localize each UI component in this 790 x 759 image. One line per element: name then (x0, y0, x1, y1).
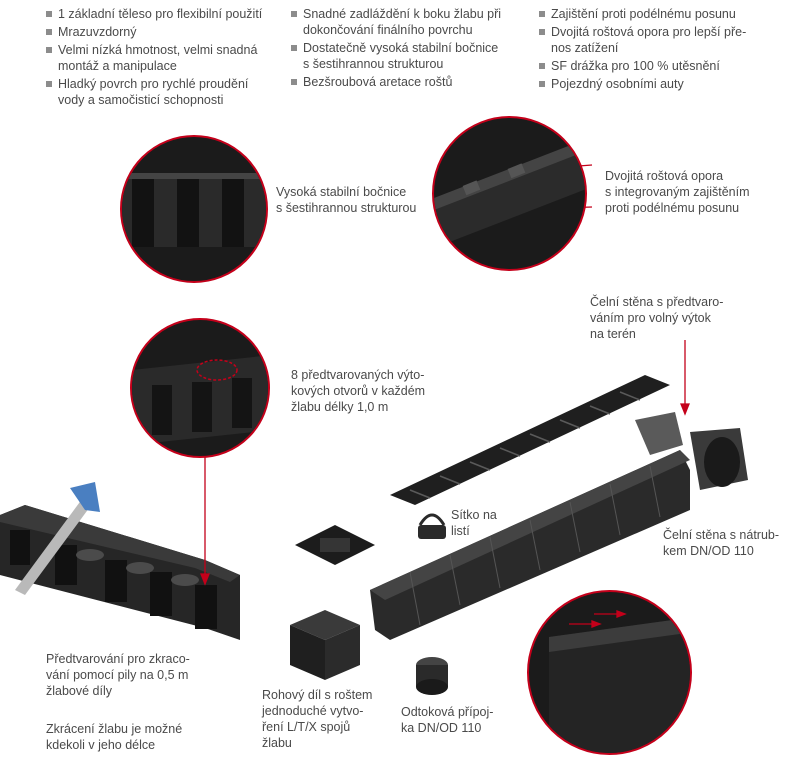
corner-grate-illustration (295, 525, 375, 565)
feature-item: Hladký povrch pro rychlé proudění vody a … (45, 76, 280, 108)
feature-item-line: Pojezdný osobními auty (551, 77, 684, 91)
groove-detail (527, 590, 692, 755)
feature-item-line: Hladký povrch pro rychlé proudění (58, 77, 249, 91)
drain-outlet-icon (416, 657, 448, 695)
callout-drain: Odtoková přípoj-ka DN/OD 110 (401, 704, 493, 736)
callout-end-wall-free: Čelní stěna s předtvaro-váním pro volný … (590, 294, 723, 342)
corner-box-illustration (290, 610, 360, 680)
feature-item-line: SF drážka pro 100 % utěsnění (551, 59, 720, 73)
feature-item: Bezšroubová aretace roštů (290, 74, 525, 90)
callout-line: jednoduché vytvo- (262, 704, 364, 718)
callout-line: Zkrácení žlabu je možné (46, 722, 183, 736)
feature-item-line: Dvojitá roštová opora pro lepší pře- (551, 25, 747, 39)
callout-line: váním pro volný výtok (590, 311, 711, 325)
feature-item-line: nos zatížení (551, 41, 619, 55)
callout-line: proti podélnému posunu (605, 201, 740, 215)
feature-item: Snadné zadláždění k boku žlabu při dokonč… (290, 6, 525, 38)
callout-line: žlabové díly (46, 684, 113, 698)
callout-cut-anywhere: Zkrácení žlabu je možné kdekoli v jeho dé… (46, 721, 182, 753)
feature-item: Dostatečně vysoká stabilní bočnice s šest… (290, 40, 525, 72)
feature-item-line: Snadné zadláždění k boku žlabu při (303, 7, 502, 21)
end-wall-free-illustration (635, 412, 683, 455)
grate-illustration (390, 375, 670, 505)
callout-line: Čelní stěna s nátrub- (663, 528, 780, 542)
callout-line: vání pomocí pily na 0,5 m (46, 668, 189, 682)
feature-item-line: Zajištění proti podélnému posunu (551, 7, 736, 21)
feature-list-1: 1 základní těleso pro flexibilní použití… (45, 6, 280, 110)
feature-item-line: dokončování finálního povrchu (303, 23, 473, 37)
feature-item: Dvojitá roštová opora pro lepší pře-nos … (538, 24, 778, 56)
callout-line: listí (451, 524, 470, 538)
channel-run-illustration (0, 482, 240, 640)
callout-line: Sítko na (451, 508, 497, 522)
feature-item-line: Bezšroubová aretace roštů (303, 75, 453, 89)
callout-leaf-screen: Sítko na listí (451, 507, 497, 539)
outlets-detail (130, 318, 270, 458)
leaf-screen-icon (418, 513, 446, 539)
side-wall-detail (120, 135, 268, 283)
callout-line: Čelní stěna s předtvaro- (590, 295, 724, 309)
callout-line: žlabu (262, 736, 292, 750)
callout-grate-support: Dvojitá roštová opora s integrovaným zaji… (605, 168, 750, 216)
callout-line: ření L/T/X spojů (262, 720, 351, 734)
feature-item-line: montáž a manipulace (58, 59, 177, 73)
grate-support-detail (432, 116, 587, 271)
feature-item: Velmi nízká hmotnost, velmi snadná montáž… (45, 42, 280, 74)
callout-line: na terén (590, 327, 636, 341)
feature-item: Zajištění proti podélnému posunu (538, 6, 778, 22)
feature-item-line: Velmi nízká hmotnost, velmi snadná (58, 43, 258, 57)
feature-item-line: vody a samočisticí schopnosti (58, 93, 224, 107)
callout-line: 8 předtvarovaných výto- (291, 368, 425, 382)
callout-line: Odtoková přípoj- (401, 705, 494, 719)
callout-line: žlabu délky 1,0 m (291, 400, 389, 414)
feature-item: 1 základní těleso pro flexibilní použití (45, 6, 280, 22)
saw-handle-icon (70, 482, 100, 512)
callout-line: kových otvorů v každém (291, 384, 426, 398)
end-wall-pipe-illustration (690, 428, 748, 490)
callout-line: s integrovaným zajištěním (605, 185, 750, 199)
callout-outlets: 8 předtvarovaných výto-kových otvorů v k… (291, 367, 425, 415)
callout-line: kem DN/OD 110 (663, 544, 754, 558)
feature-list-2: Snadné zadláždění k boku žlabu při dokonč… (290, 6, 525, 92)
callout-line: s šestihrannou strukturou (276, 201, 417, 215)
feature-item: Mrazuvzdorný (45, 24, 280, 40)
callout-side-wall: Vysoká stabilní bočnice s šestihrannou st… (276, 184, 416, 216)
callout-line: Vysoká stabilní bočnice (276, 185, 407, 199)
feature-item-line: 1 základní těleso pro flexibilní použití (58, 7, 263, 21)
callout-corner: Rohový díl s roštem jednoduché vytvo-ření… (262, 687, 372, 751)
feature-item-line: s šestihrannou strukturou (303, 57, 444, 71)
feature-item-line: Mrazuvzdorný (58, 25, 137, 39)
feature-item: SF drážka pro 100 % utěsnění (538, 58, 778, 74)
feature-item-line: Dostatečně vysoká stabilní bočnice (303, 41, 499, 55)
callout-shortening: Předtvarování pro zkraco-vání pomocí pil… (46, 651, 190, 699)
callout-line: Rohový díl s roštem (262, 688, 373, 702)
feature-item: Pojezdný osobními auty (538, 76, 778, 92)
callout-end-wall-pipe: Čelní stěna s nátrub-kem DN/OD 110 (663, 527, 779, 559)
callout-line: kdekoli v jeho délce (46, 738, 156, 752)
main-channel-illustration (370, 450, 690, 640)
callout-line: ka DN/OD 110 (401, 721, 482, 735)
callout-line: Dvojitá roštová opora (605, 169, 724, 183)
callout-line: Předtvarování pro zkraco- (46, 652, 190, 666)
